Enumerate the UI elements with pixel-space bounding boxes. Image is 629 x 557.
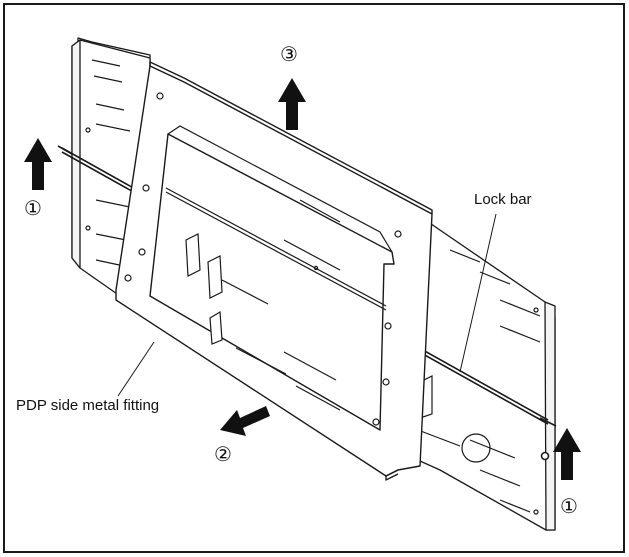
frame-screw-holes [124, 92, 402, 426]
leader-lines [117, 213, 497, 397]
pdp-fitting-label: PDP side metal fitting [16, 397, 160, 414]
arrow-up-left [24, 138, 52, 190]
diagram-border [3, 3, 625, 553]
step-1-right-label: ① [560, 494, 578, 518]
step-1-left-label: ① [24, 196, 42, 220]
arrow-up-top [278, 78, 306, 130]
window-details [165, 125, 393, 411]
pdp-side-fitting [115, 61, 433, 481]
arrow-down-left [220, 406, 270, 436]
step-2-label: ② [214, 442, 232, 466]
step-3-label: ③ [280, 42, 298, 66]
right-plate-slots [417, 249, 541, 515]
lock-bar-label: Lock bar [474, 191, 532, 208]
arrow-up-right [553, 428, 581, 480]
